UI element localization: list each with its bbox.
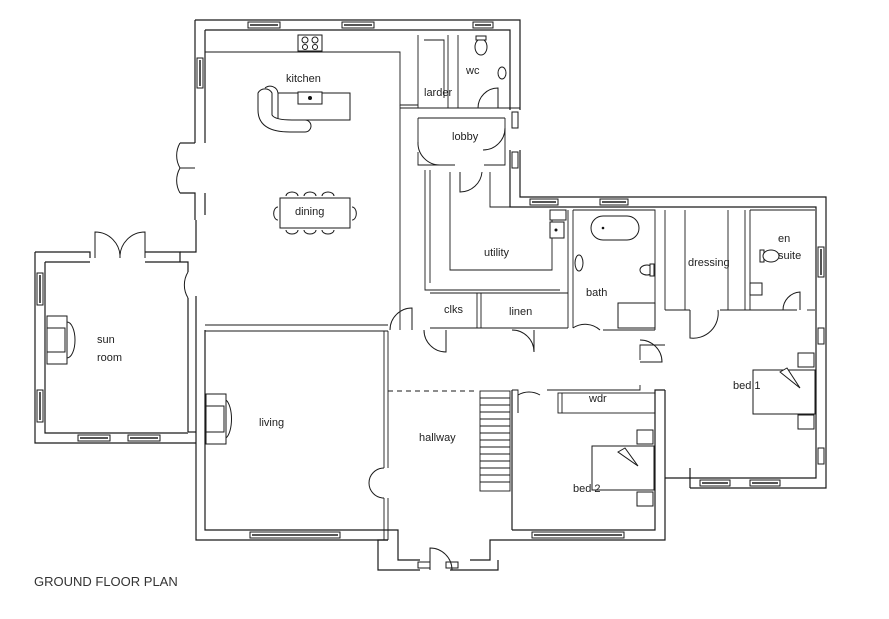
plan-title: GROUND FLOOR PLAN <box>34 574 178 589</box>
label-sun-room-line2: room <box>97 352 122 364</box>
label-en-suite-line1: en <box>778 233 790 245</box>
doors <box>94 87 801 571</box>
windows <box>36 21 825 569</box>
label-bath: bath <box>586 287 607 299</box>
label-larder: larder <box>424 87 452 99</box>
label-lobby: lobby <box>452 131 479 143</box>
stair-treads <box>480 397 510 483</box>
exterior-walls <box>34 19 827 571</box>
label-bed-1: bed 1 <box>733 380 761 392</box>
label-dressing: dressing <box>688 257 730 269</box>
label-living: living <box>259 417 284 429</box>
interior-walls <box>205 35 815 540</box>
fixtures <box>46 34 816 507</box>
label-clks: clks <box>444 304 463 316</box>
label-kitchen: kitchen <box>286 73 321 85</box>
label-wdr: wdr <box>588 393 607 405</box>
label-sun-room-line1: sun <box>97 334 115 346</box>
label-wc: wc <box>465 65 480 77</box>
label-linen: linen <box>509 306 532 318</box>
label-dining: dining <box>295 206 324 218</box>
label-en-suite-line2: suite <box>778 250 801 262</box>
label-bed-2: bed 2 <box>573 483 601 495</box>
label-hallway: hallway <box>419 432 456 444</box>
room-labels: kitchen larder wc lobby dining utility b… <box>97 65 801 495</box>
label-utility: utility <box>484 247 510 259</box>
